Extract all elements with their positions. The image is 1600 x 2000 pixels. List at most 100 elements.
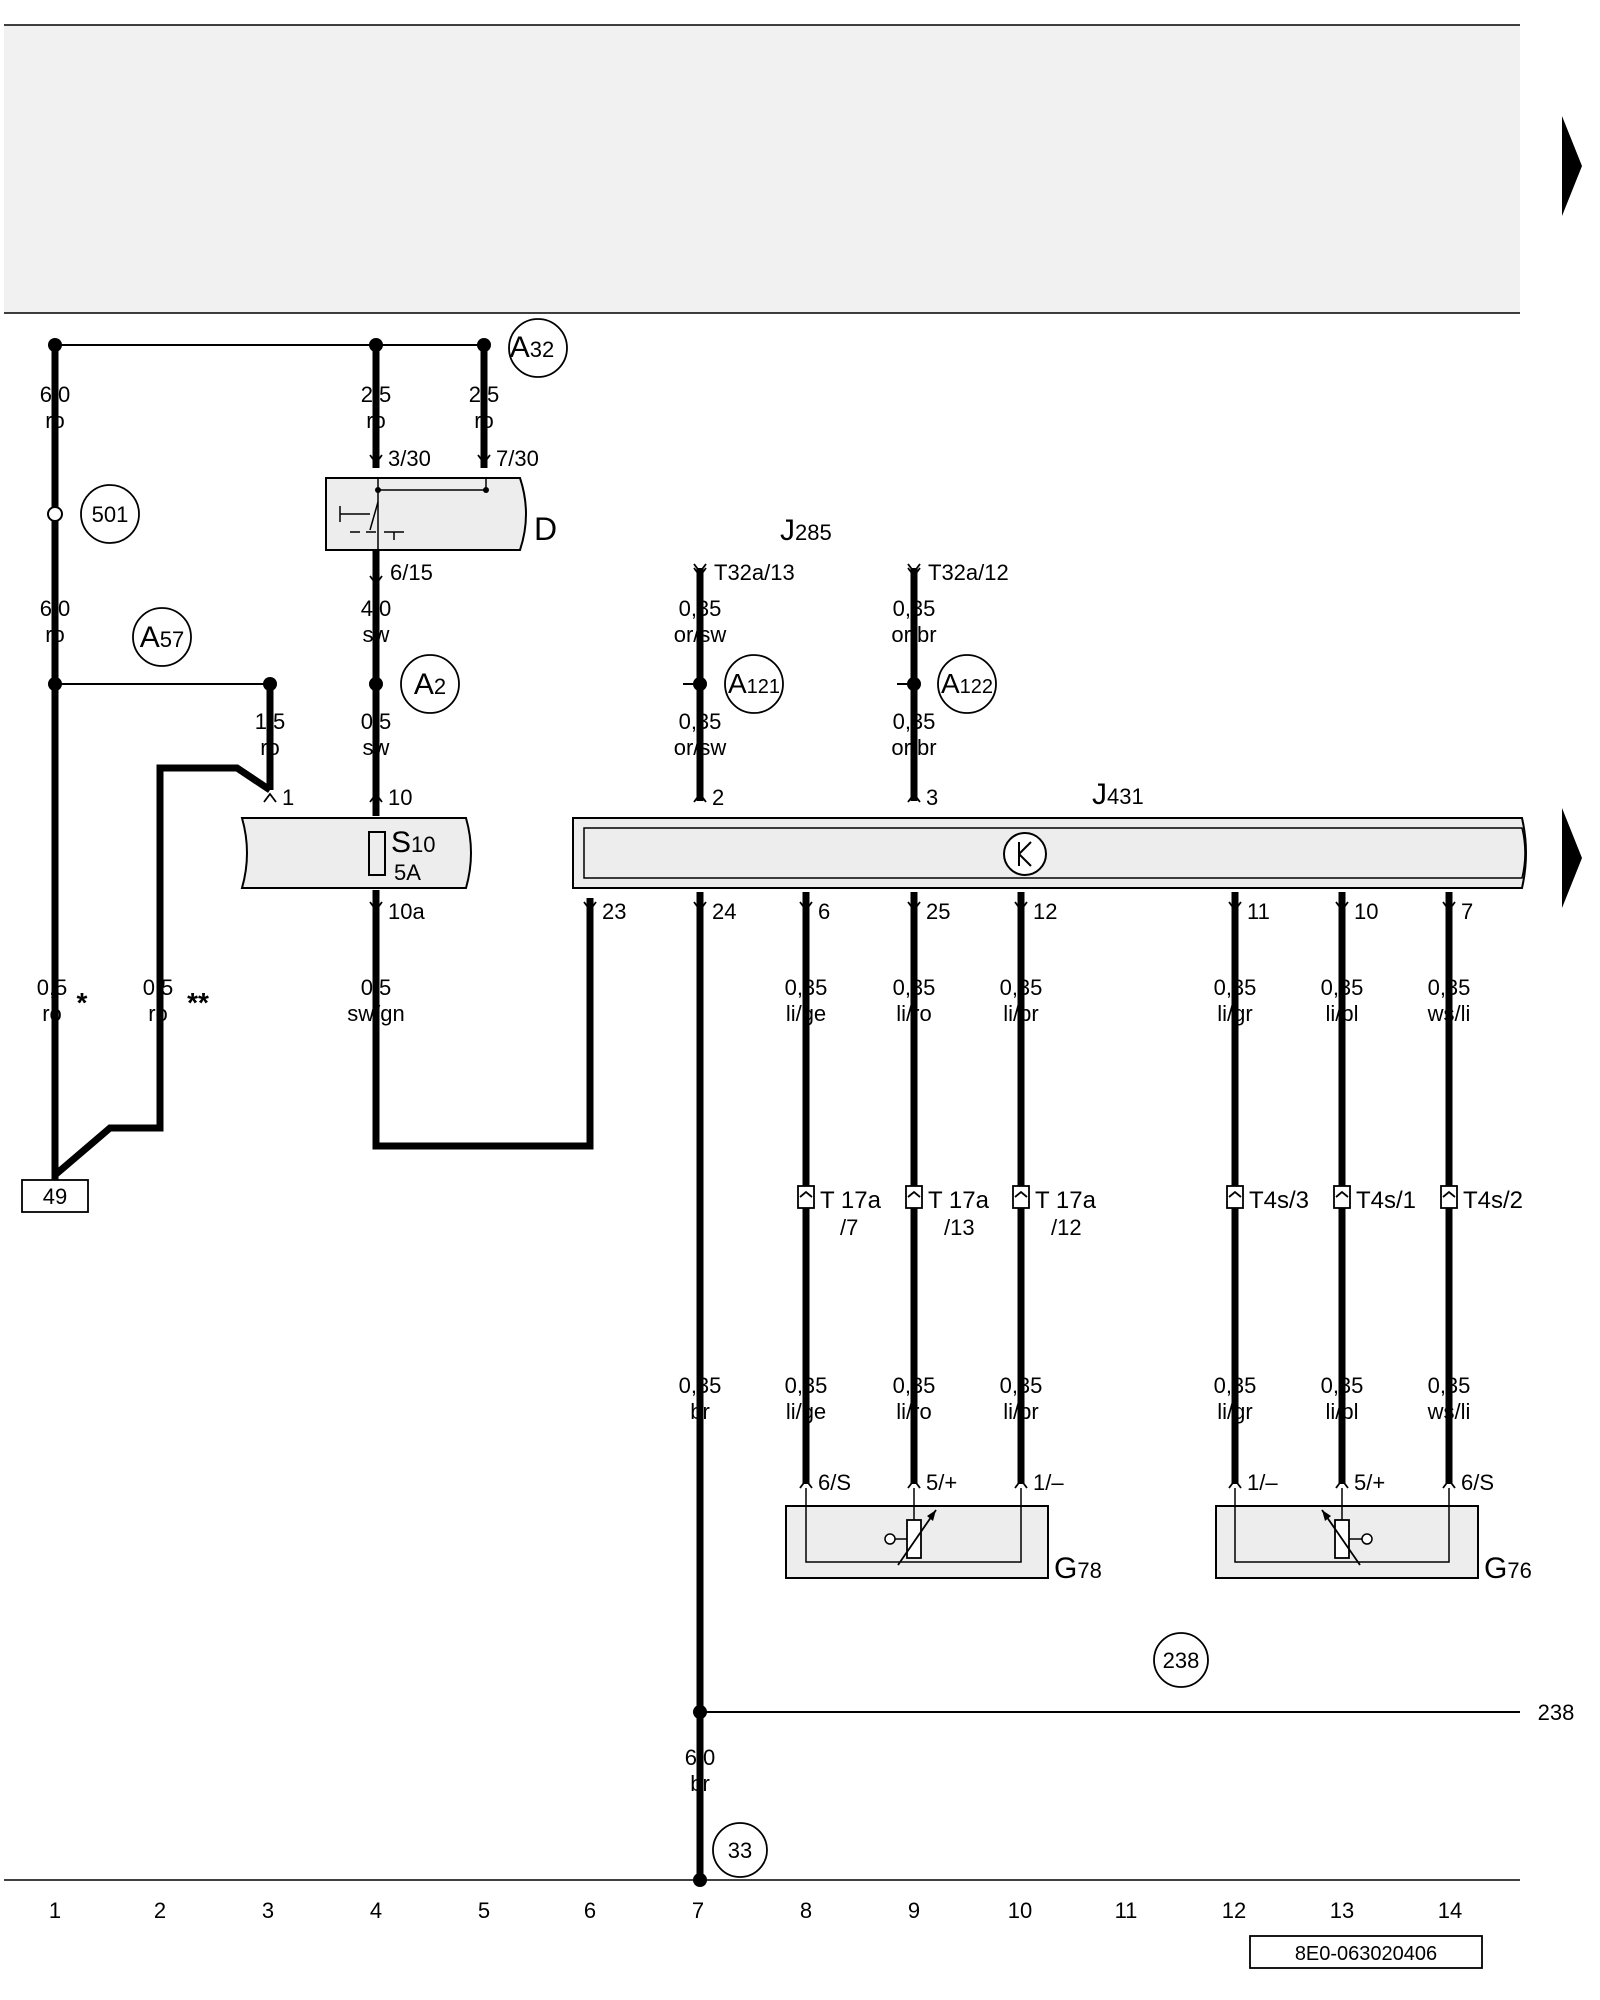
wire-size: 0,35 <box>1214 975 1257 1000</box>
component-d-label: D <box>534 511 557 547</box>
wire-color: ro <box>42 1001 62 1026</box>
wire-size: 0,5 <box>361 975 392 1000</box>
wire-color: sw <box>363 735 390 760</box>
pin-label: 6 <box>818 899 830 924</box>
ground-point-49: 49 <box>43 1184 67 1209</box>
control-unit-j431 <box>572 817 1527 889</box>
variable-resistor-arrow-icon <box>1322 1510 1331 1521</box>
pin-label: 7 <box>1461 899 1473 924</box>
ref-238-label: 238 <box>1163 1648 1200 1673</box>
pin-label: 3/30 <box>388 446 431 471</box>
svg-text:11: 11 <box>1115 1898 1138 1923</box>
connector-501-icon <box>47 506 63 522</box>
connector-label: T32a/12 <box>928 560 1009 585</box>
wire-color: ro <box>366 408 386 433</box>
wire-color: li/br <box>1003 1001 1038 1026</box>
svg-text:12: 12 <box>1222 1898 1246 1923</box>
previous-section-band <box>4 25 1520 313</box>
wire-size: 0,35 <box>1321 1373 1364 1398</box>
wire-color: br <box>690 1771 710 1796</box>
pin-label: 10a <box>388 899 425 924</box>
ground-point-49-box <box>21 1179 89 1213</box>
wire-color: li/ro <box>896 1001 931 1026</box>
ref-a57-label: A57 <box>140 621 185 654</box>
junction-dots <box>48 338 921 1887</box>
inline-connectors <box>797 1185 1458 1209</box>
pin-label: 10 <box>1354 899 1378 924</box>
svg-text:6: 6 <box>584 1898 596 1923</box>
wire-color: ro <box>260 735 280 760</box>
fuse-rating: 5A <box>394 860 421 885</box>
wire-color: li/ge <box>786 1399 826 1424</box>
ref-a2-label: A2 <box>414 668 446 701</box>
wire-color: or/br <box>891 622 936 647</box>
pin-label: 5/+ <box>926 1470 957 1495</box>
ref-a32-label: A32 <box>510 331 555 364</box>
fuse-icon <box>368 831 386 876</box>
pin-label: 6/15 <box>390 560 433 585</box>
continue-arrow-icon <box>1562 116 1582 216</box>
variable-resistor-arrow-icon <box>927 1510 936 1521</box>
wire-size: 1,5 <box>255 709 286 734</box>
wire-color: or/br <box>891 735 936 760</box>
component-g78-label: G78 <box>1054 1552 1102 1585</box>
doc-number: 8E0-063020406 <box>1295 1943 1437 1965</box>
connector-pin: /12 <box>1051 1215 1082 1240</box>
ref-a121-label: A121 <box>728 668 780 699</box>
svg-text:14: 14 <box>1438 1898 1462 1923</box>
reference-circles <box>80 318 1209 1878</box>
wire-mark: * <box>77 987 88 1018</box>
wire-size: 0,35 <box>679 596 722 621</box>
wire-size: 0,35 <box>785 1373 828 1398</box>
wire-color: ro <box>45 408 65 433</box>
pin-label: 5/+ <box>1354 1470 1385 1495</box>
wire-size: 6,0 <box>685 1745 716 1770</box>
wire-color: or/sw <box>674 735 727 760</box>
svg-text:2: 2 <box>154 1898 166 1923</box>
svg-text:1: 1 <box>49 1898 61 1923</box>
wire-size: 6,0 <box>40 382 71 407</box>
svg-text:9: 9 <box>908 1898 920 1923</box>
doc-number-box <box>1249 1935 1483 1969</box>
wire-size: 0,35 <box>893 709 936 734</box>
wire-size: 0,35 <box>893 975 936 1000</box>
fuse-s10-label: S10 <box>391 826 436 859</box>
wire-size: 0,35 <box>679 709 722 734</box>
component-j431-label: J431 <box>1092 778 1144 811</box>
wire-size: 0,35 <box>1214 1373 1257 1398</box>
ref-501-label: 501 <box>92 502 129 527</box>
wire-size: 0,35 <box>1000 1373 1043 1398</box>
pin-label: 2 <box>712 785 724 810</box>
continue-arrow-icon <box>1562 808 1582 908</box>
wire-color: li/ro <box>896 1399 931 1424</box>
wire-mark: ** <box>187 987 209 1018</box>
wire-color: ro <box>45 622 65 647</box>
wire-color: ro <box>148 1001 168 1026</box>
svg-text:8: 8 <box>800 1898 812 1923</box>
connector-label: T 17a <box>928 1187 990 1214</box>
pin-label: 25 <box>926 899 950 924</box>
svg-text:5: 5 <box>478 1898 490 1923</box>
pin-label: 1/– <box>1033 1470 1064 1495</box>
ref-33-label: 33 <box>728 1838 752 1863</box>
ref-a122-label: A122 <box>941 668 993 699</box>
pin-label: 6/S <box>818 1470 851 1495</box>
connector-label: T32a/13 <box>714 560 795 585</box>
wire-size: 0,35 <box>1321 975 1364 1000</box>
wire-size: 4,0 <box>361 596 392 621</box>
wire-color: li/gr <box>1217 1001 1252 1026</box>
pin-label: 7/30 <box>496 446 539 471</box>
pin-label: 12 <box>1033 899 1057 924</box>
pin-label: 1/– <box>1247 1470 1278 1495</box>
ignition-switch-d <box>325 477 527 551</box>
connector-label: T4s/1 <box>1356 1187 1416 1214</box>
wire-color: sw/gn <box>347 1001 404 1026</box>
wire-size: 0,5 <box>143 975 174 1000</box>
connector-pin: /7 <box>840 1215 858 1240</box>
bus-lines <box>55 344 1520 1713</box>
svg-text:3: 3 <box>262 1898 274 1923</box>
svg-text:7: 7 <box>692 1898 704 1923</box>
component-j285-label: J285 <box>780 514 832 547</box>
wire-size: 0,35 <box>893 1373 936 1398</box>
